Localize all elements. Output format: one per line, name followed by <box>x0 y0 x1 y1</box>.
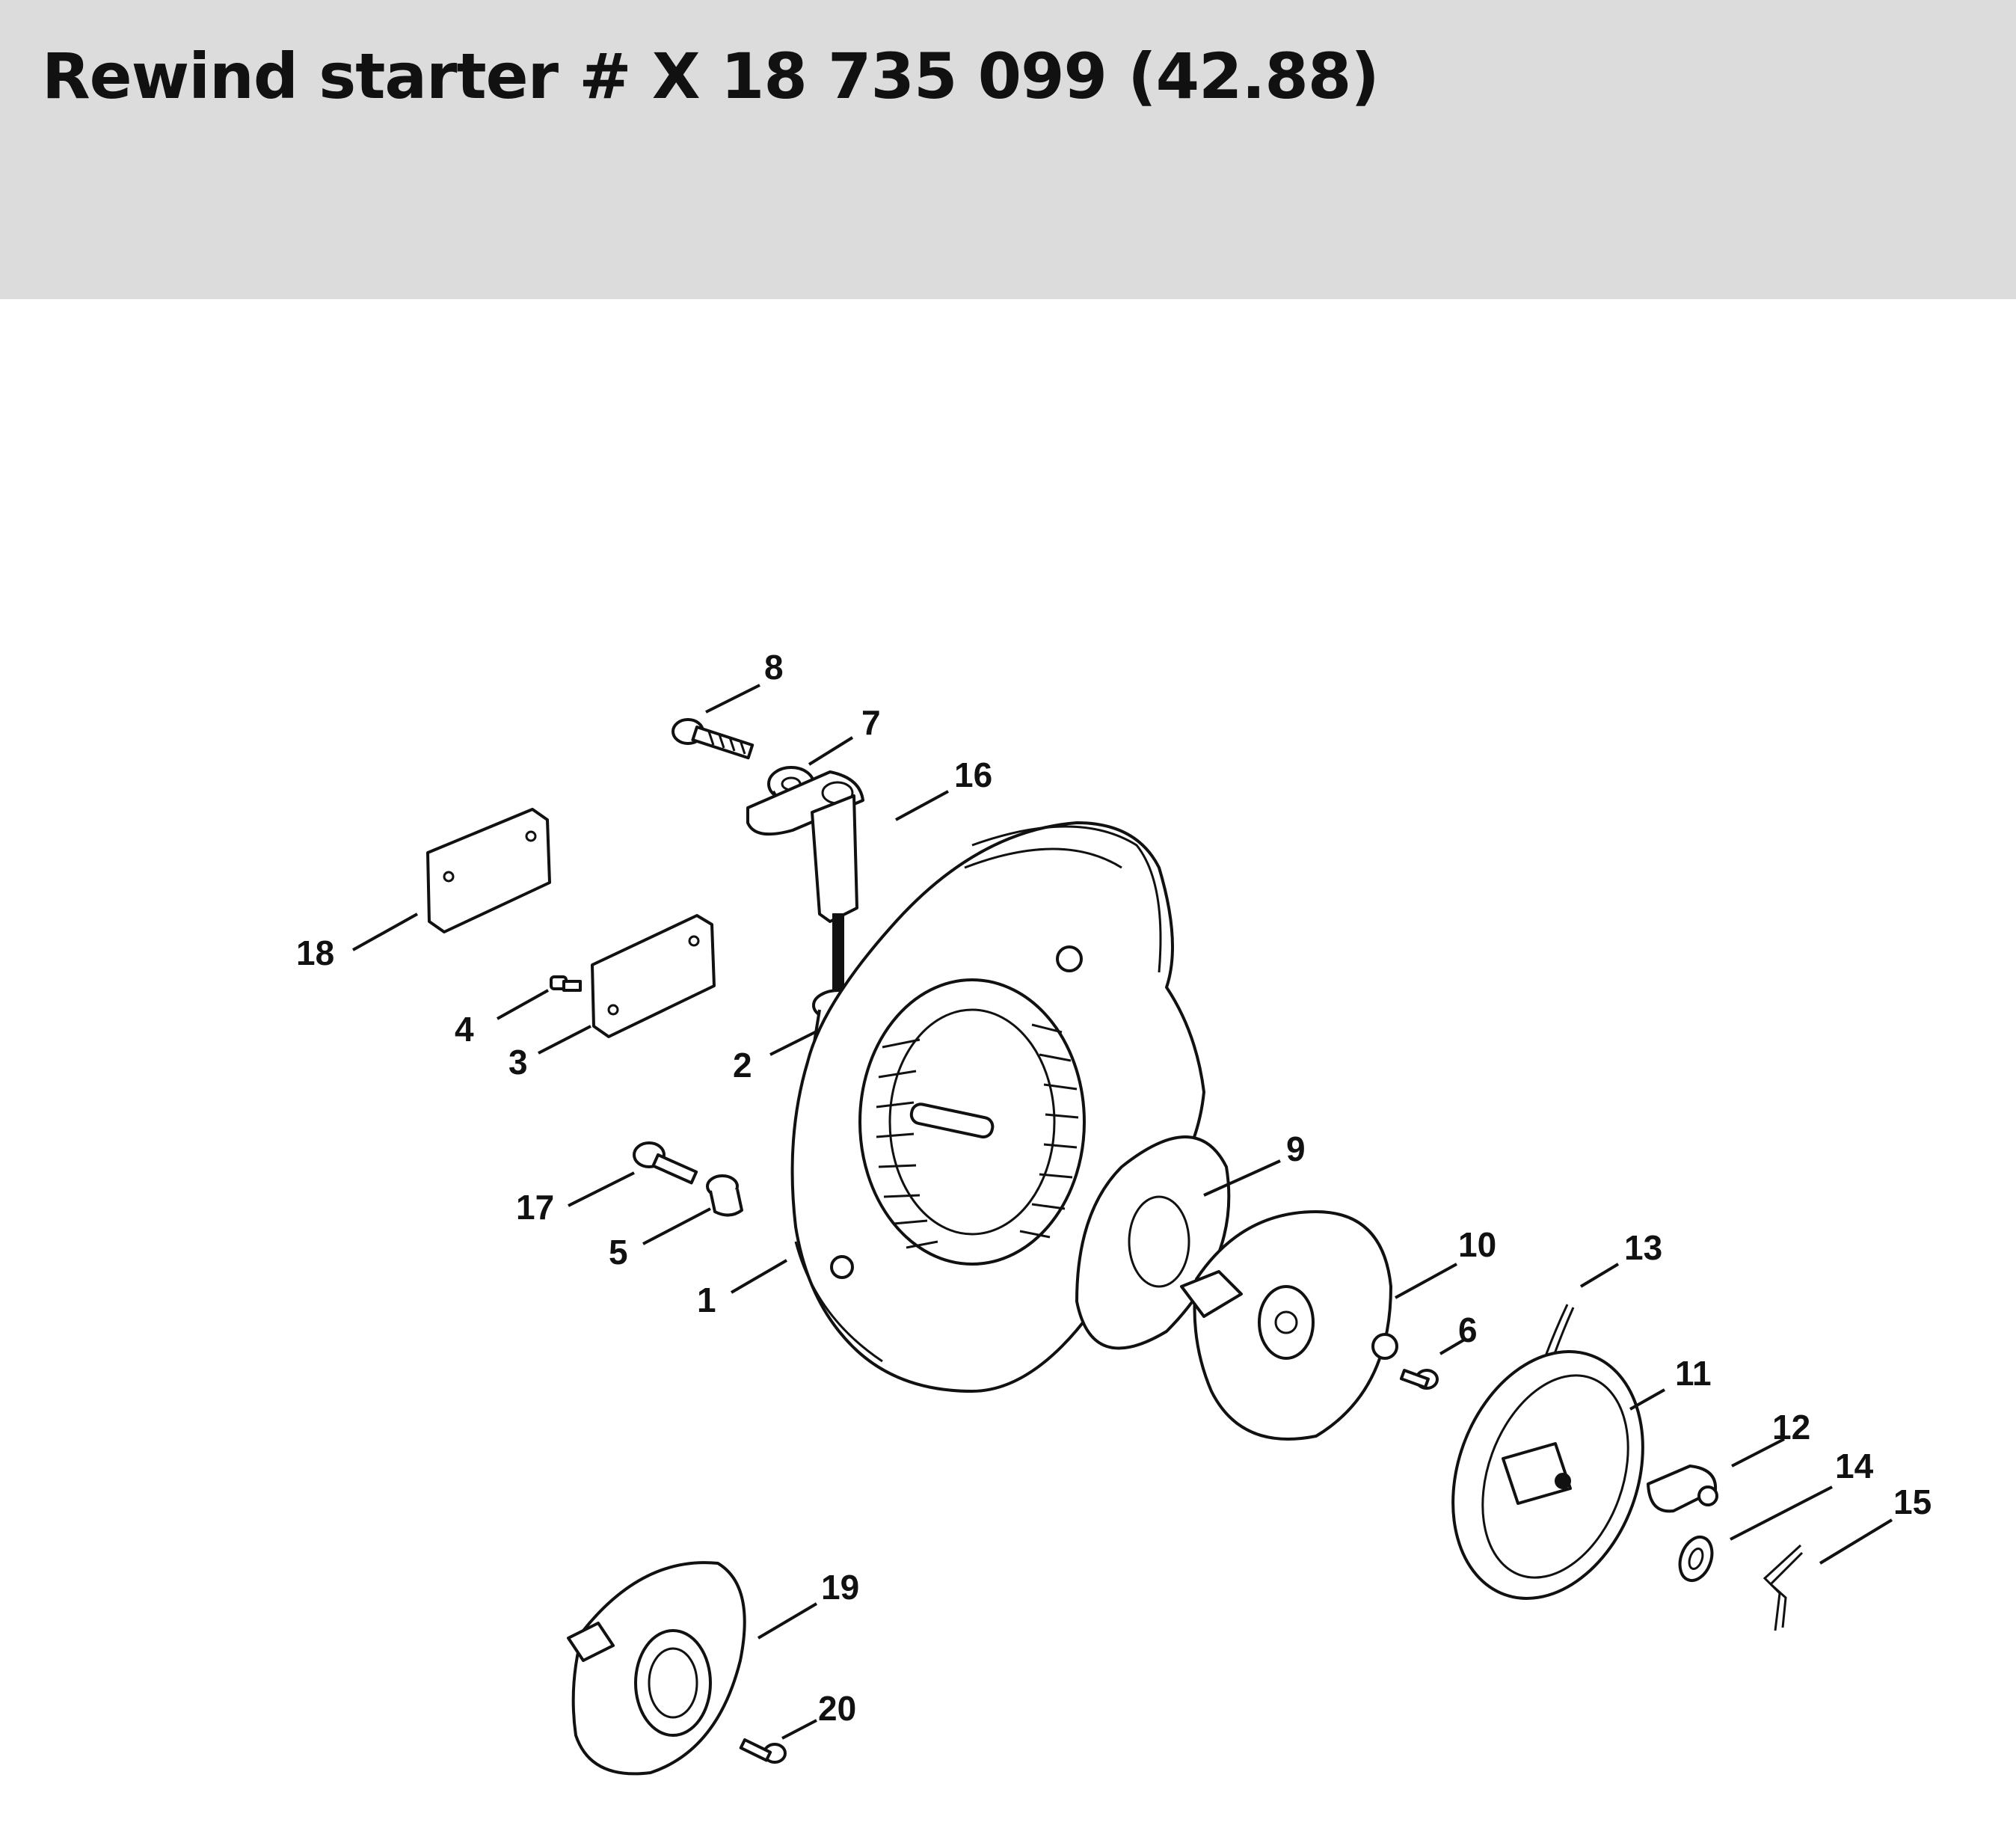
leader-12 <box>1731 1438 1785 1468</box>
callout-19: 19 <box>821 1568 859 1607</box>
callout-2: 2 <box>733 1046 752 1085</box>
callout-1: 1 <box>697 1281 716 1319</box>
leader-2 <box>769 1029 819 1056</box>
part-14-washer <box>1678 1535 1714 1583</box>
callout-6: 6 <box>1458 1310 1478 1349</box>
leader-13 <box>1579 1263 1620 1288</box>
leader-18 <box>352 913 418 951</box>
callout-8: 8 <box>764 648 784 687</box>
leader-6 <box>1439 1337 1467 1355</box>
callout-4: 4 <box>455 1010 474 1049</box>
callout-15: 15 <box>1893 1482 1932 1521</box>
callout-5: 5 <box>609 1233 628 1272</box>
leader-5 <box>642 1207 711 1245</box>
leader-11 <box>1629 1388 1665 1411</box>
part-19-cover <box>567 1561 746 1776</box>
callout-16: 16 <box>954 755 992 794</box>
callout-13: 13 <box>1624 1228 1662 1267</box>
part-15-spring-clip <box>1763 1544 1804 1631</box>
part-5-spacer <box>706 1174 743 1217</box>
header-band: Rewind starter # X 18 735 099 (42.88) <box>0 0 2016 299</box>
leader-14 <box>1730 1485 1833 1541</box>
callout-14: 14 <box>1835 1447 1874 1485</box>
callout-12: 12 <box>1772 1408 1810 1447</box>
leader-16 <box>895 790 949 821</box>
part-10-starter-cover <box>1180 1210 1398 1441</box>
leader-17 <box>568 1171 635 1207</box>
leader-4 <box>497 989 549 1020</box>
callout-20: 20 <box>818 1689 856 1728</box>
callout-11: 11 <box>1675 1354 1712 1393</box>
leader-9 <box>1203 1159 1281 1197</box>
leader-lines <box>352 684 1893 1740</box>
callout-18: 18 <box>296 933 334 972</box>
part-12-pawl <box>1647 1465 1718 1513</box>
callout-9: 9 <box>1286 1129 1306 1168</box>
part-4-screw <box>550 975 582 992</box>
part-20-screw <box>739 1738 787 1764</box>
leader-19 <box>757 1602 818 1640</box>
leader-8 <box>705 684 760 714</box>
callout-3: 3 <box>508 1043 528 1082</box>
part-16-starter-grip <box>746 770 864 997</box>
callout-17: 17 <box>516 1188 554 1227</box>
part-8-screw <box>672 718 755 760</box>
leader-15 <box>1819 1518 1893 1565</box>
leader-1 <box>730 1259 788 1294</box>
part-3-cover-plate <box>591 914 716 1038</box>
leader-20 <box>781 1719 817 1740</box>
leader-7 <box>808 736 854 766</box>
callout-10: 10 <box>1458 1225 1496 1264</box>
leader-3 <box>538 1025 591 1055</box>
leader-10 <box>1395 1263 1457 1299</box>
callout-7: 7 <box>861 703 881 742</box>
part-6-screw <box>1399 1368 1439 1390</box>
part-17-screw <box>633 1141 698 1185</box>
page-title: Rewind starter # X 18 735 099 (42.88) <box>42 40 1380 113</box>
callout-labels: 1 2 3 4 5 6 7 8 9 10 11 12 13 14 15 16 1… <box>296 648 1932 1728</box>
part-11-rope-rotor <box>1451 1350 1644 1600</box>
part-18-cover-plate <box>426 808 551 933</box>
